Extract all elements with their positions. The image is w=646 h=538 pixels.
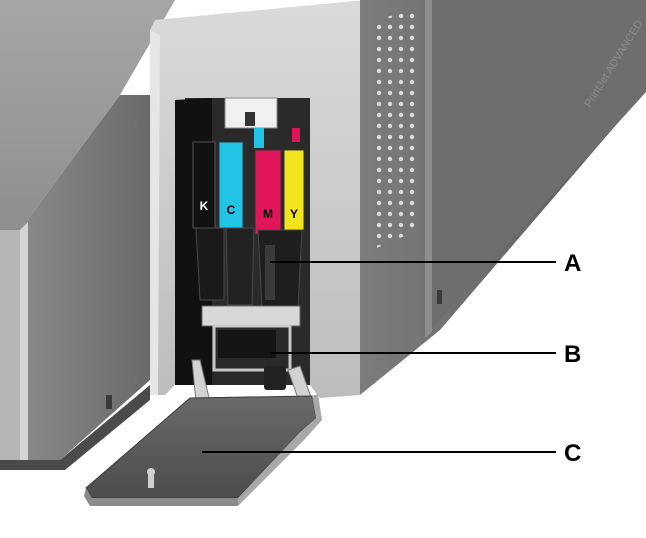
cartridge-black: K <box>192 141 216 229</box>
callout-lines <box>202 261 556 453</box>
cartridge-cyan-label: C <box>227 203 236 217</box>
right-housing: PrintJet ADVANCED <box>360 0 646 395</box>
center-housing <box>150 0 365 398</box>
callout-label-b: B <box>564 341 581 368</box>
callout-label-a: A <box>564 250 581 277</box>
callout-label-c: C <box>564 440 581 467</box>
cartridge-magenta: M <box>254 149 282 235</box>
cartridge-yellow-label: Y <box>290 207 298 221</box>
cartridge-cyan: C <box>218 141 244 229</box>
cartridge-black-label: K <box>200 199 209 213</box>
cartridge-magenta-label: M <box>263 207 273 221</box>
print-heads <box>195 227 303 309</box>
cartridge-yellow: Y <box>283 149 305 231</box>
left-housing <box>0 0 175 470</box>
latch-mechanism <box>201 305 301 390</box>
ink-cartridge-group: K C M Y <box>192 141 305 235</box>
access-door <box>84 359 322 506</box>
